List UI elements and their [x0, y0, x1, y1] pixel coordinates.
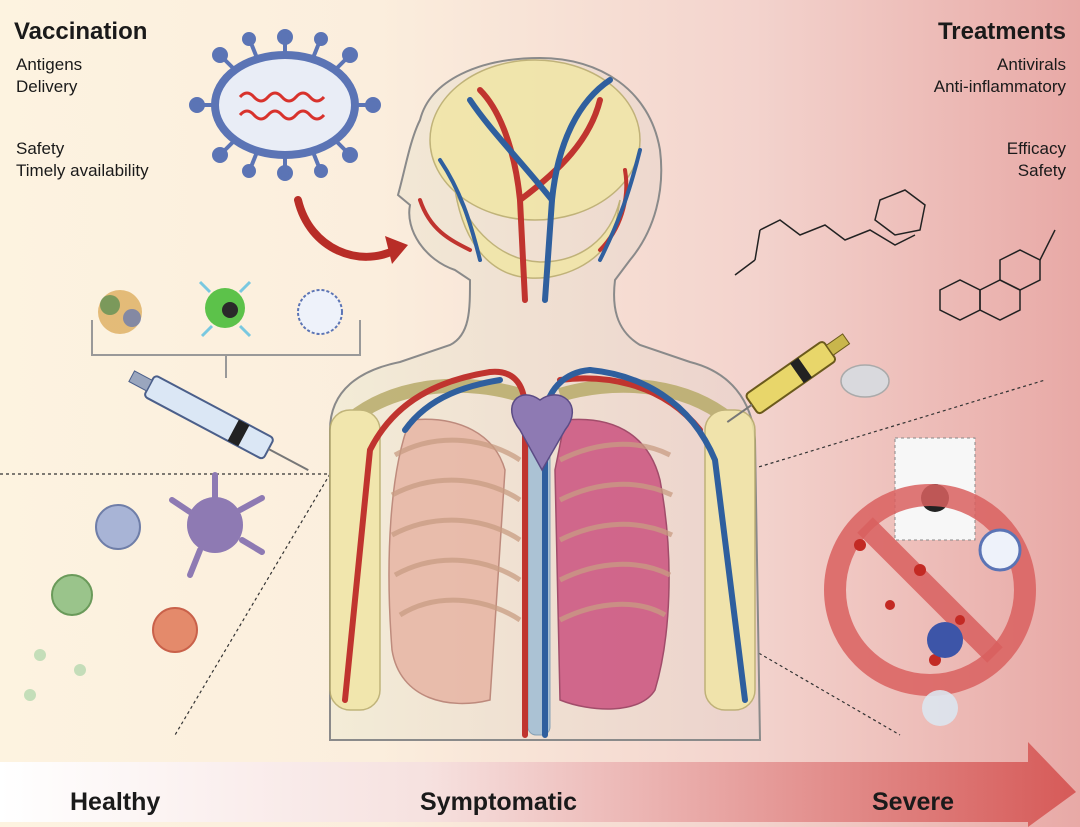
treatments-item-antivirals: Antivirals [997, 55, 1066, 74]
immune-cell-icon [198, 280, 252, 338]
immune-cells [24, 472, 265, 701]
treatments-heading: Treatments [937, 18, 1066, 45]
stage-symptomatic: Symptomatic [420, 788, 577, 816]
treatments-criterion-efficacy: Efficacy [1006, 139, 1066, 158]
vaccination-criterion-safety: Safety [16, 139, 65, 158]
pill-icon [840, 364, 890, 398]
progression-arrow [0, 742, 1076, 827]
coronavirus-illustration [189, 29, 381, 181]
stage-severe: Severe [872, 788, 955, 816]
infection-arrow [294, 196, 399, 261]
treatments-criterion-safety: Safety [1017, 161, 1066, 180]
vaccination-criterion-availability: Timely availability [16, 161, 149, 180]
viral-vector-icon [297, 289, 343, 335]
antigen-options [91, 280, 361, 378]
ribs [390, 437, 674, 623]
vaccine-syringe-icon [128, 370, 309, 471]
treatments-item-anti-inflammatory: Anti-inflammatory [933, 77, 1066, 96]
vaccination-heading: Vaccination [14, 18, 148, 45]
antiviral-molecule-icon [734, 189, 926, 276]
vaccination-item-delivery: Delivery [16, 77, 78, 96]
dendritic-cell-icon [169, 472, 265, 578]
heart [510, 394, 573, 472]
vaccination-item-antigens: Antigens [16, 55, 83, 74]
anti-inflammatory-molecule-icon [939, 229, 1056, 321]
protein-antigen-icon [98, 290, 142, 334]
stage-healthy: Healthy [70, 788, 161, 816]
treatment-syringe-icon [726, 333, 851, 423]
inflammation-prohibition-icon [824, 437, 1036, 726]
